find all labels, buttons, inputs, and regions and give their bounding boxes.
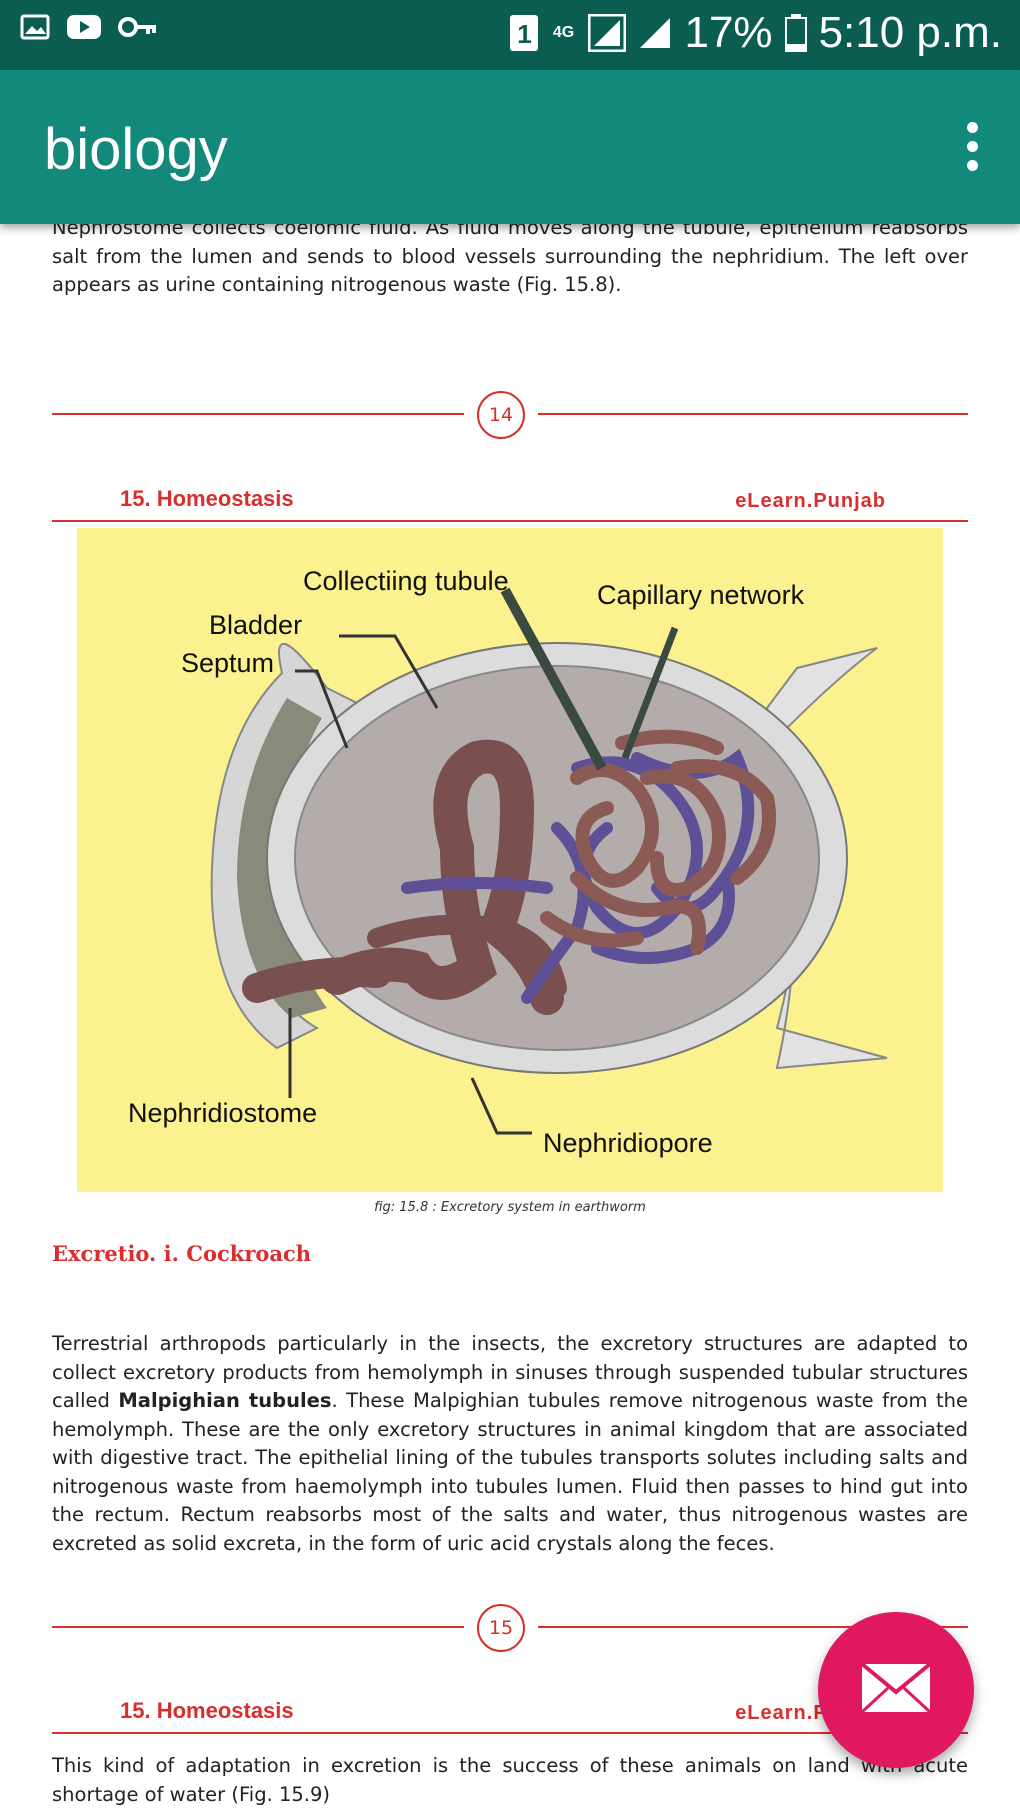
paragraph-text-start: Terrestrial arthropods particularly in t…	[52, 1332, 968, 1412]
key-icon	[118, 17, 156, 37]
paragraph-intro: Nephrostome collects coelomic fluid. As …	[52, 216, 968, 296]
youtube-icon	[67, 15, 101, 39]
network-type: 4G	[552, 24, 575, 41]
compose-mail-button[interactable]	[818, 1612, 974, 1768]
clock: 5:10 p.m.	[818, 8, 1002, 57]
status-icons-right: 1 4G 17% 5:10 p.m.	[510, 8, 1002, 58]
page-number: 14	[477, 391, 525, 439]
battery-percent: 17%	[684, 8, 773, 57]
label-nephridiopore: Nephridiopore	[543, 1128, 713, 1158]
label-nephridiostome: Nephridiostome	[128, 1098, 317, 1128]
chapter-title: 15. Homeostasis	[120, 486, 294, 511]
app-bar: biology	[0, 70, 1020, 224]
overflow-menu-icon[interactable]	[952, 122, 992, 176]
page-separator-15: 15	[52, 1604, 968, 1652]
section-title: Excretio. i. Cockroach	[52, 1241, 312, 1266]
paragraph-text-end: . These Malpighian tubules remove nitrog…	[52, 1389, 968, 1555]
paragraph-adaptation: This kind of adaptation in excretion is …	[52, 1754, 968, 1806]
figure-caption: fig: 15.8 : Excretory system in earthwor…	[374, 1200, 646, 1215]
label-collecting-tubule: Collectiing tubule	[303, 566, 509, 596]
chapter-title-2: 15. Homeostasis	[120, 1698, 294, 1723]
label-septum: Septum	[181, 648, 274, 678]
label-capillary-network: Capillary network	[597, 580, 805, 610]
nephridium-diagram: Collectiing tubule Capillary network Bla…	[128, 566, 888, 1158]
page-number-15: 15	[477, 1604, 525, 1652]
brand-label: eLearn.Punjab	[735, 490, 886, 512]
image-icon	[20, 14, 50, 40]
app-title: biology	[44, 117, 228, 182]
signal-icon	[588, 14, 627, 52]
malpighian-term: Malpighian tubules	[118, 1389, 332, 1412]
paragraph-cockroach: Terrestrial arthropods particularly in t…	[52, 1330, 968, 1558]
sim-badge: 1	[510, 15, 539, 51]
earthworm-excretory-figure: Collectiing tubule Capillary network Bla…	[77, 528, 943, 1192]
battery-icon	[784, 14, 807, 52]
signal-icon-2	[640, 18, 671, 48]
page-header-1: 15. Homeostasis eLearn.Punjab	[52, 484, 968, 522]
status-bar: 1 4G 17% 5:10 p.m.	[0, 0, 1020, 70]
page-separator-14: 14	[52, 391, 968, 439]
mail-icon	[860, 1662, 932, 1714]
status-icons-left	[20, 14, 160, 40]
label-bladder: Bladder	[209, 610, 302, 640]
